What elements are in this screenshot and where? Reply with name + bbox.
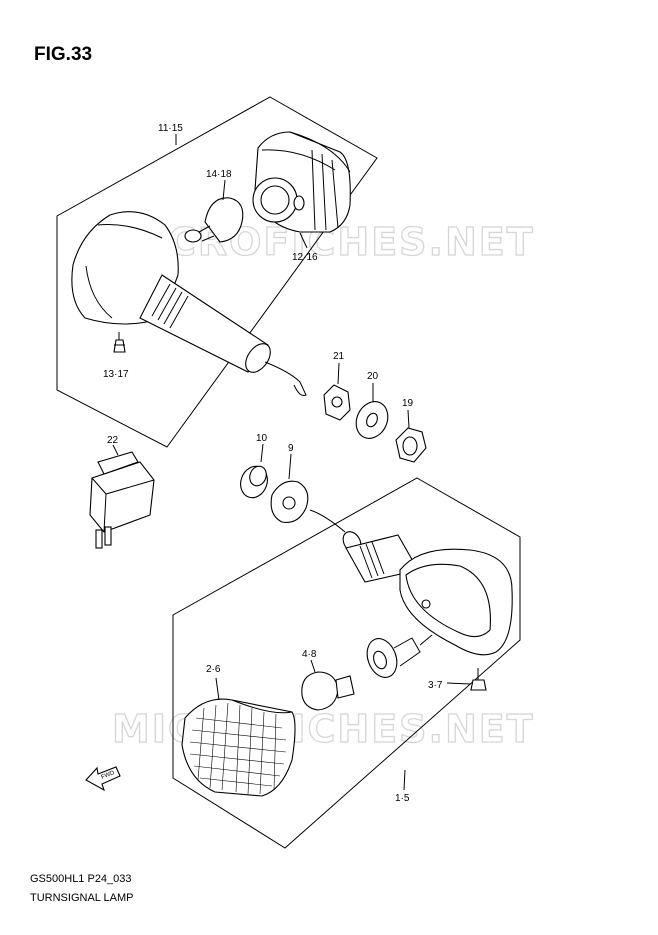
callout-22: 22 [107,435,119,446]
upper-assembly [56,96,378,448]
nut-21 [323,362,351,421]
rear-lens-housing [252,131,351,233]
diagram-caption: TURNSIGNAL LAMP [30,892,134,904]
callout-11-15: 11·15 [158,123,183,134]
forward-direction-arrow: FWD [85,766,121,792]
callout-19: 19 [402,398,414,409]
watermark-bottom: MICROFICHES.NET [112,707,535,751]
front-lamp-body [309,509,513,656]
model-code: GS500HL1 P24_033 [30,873,132,885]
cap-nut-19 [395,409,427,463]
callout-2-6: 2·6 [206,664,221,675]
plate-9 [270,453,309,523]
callout-4-8: 4·8 [302,649,317,660]
callout-14-18: 14·18 [206,169,232,180]
front-socket [366,634,433,678]
fwd-label: FWD [101,770,117,781]
lower-assembly [172,477,521,849]
front-lens [181,677,296,797]
relay-22 [89,444,155,549]
washer-20 [355,383,389,439]
callout-3-7: 3·7 [428,680,443,691]
rear-lamp-body [71,211,307,396]
rear-screw [113,332,126,353]
callout-20: 20 [367,371,379,382]
rear-bulb [184,197,244,243]
callout-10: 10 [256,433,268,444]
lower-assembly-outline [172,477,521,849]
callout-21: 21 [333,351,345,362]
front-screw [446,668,487,691]
callout-13-17: 13·17 [103,369,129,380]
callout-12-16: 12·16 [292,252,318,263]
bushing-10 [240,443,268,499]
upper-assembly-outline [56,96,378,448]
callout-9: 9 [288,443,294,454]
figure-title: FIG.33 [34,44,92,65]
callout-1-5: 1·5 [395,793,410,804]
front-bulb [301,659,355,711]
